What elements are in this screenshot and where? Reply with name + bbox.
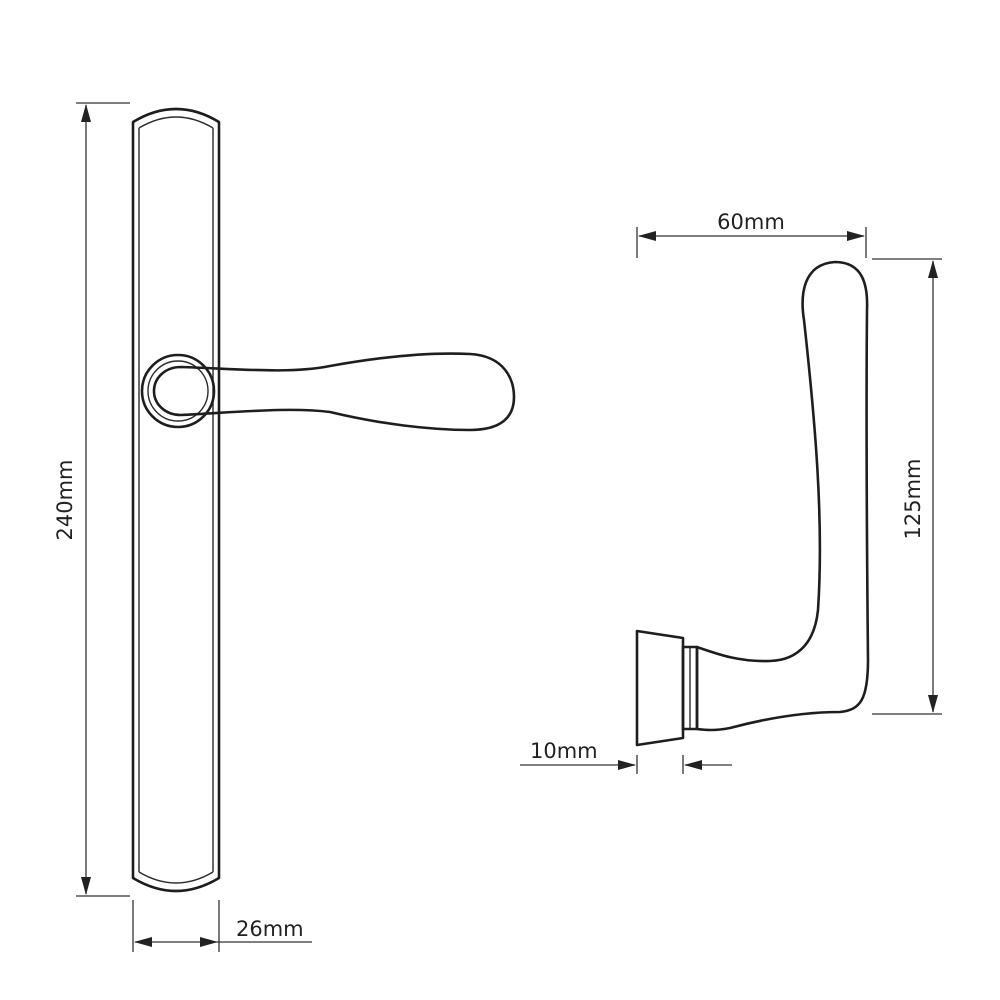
dimension-125: 125mm [872, 258, 942, 715]
backplate-bevel-bottom [138, 871, 214, 884]
arrowhead-26-left [134, 937, 152, 947]
label-26mm: 26mm [236, 917, 304, 941]
arrowhead-10-left [618, 760, 636, 770]
rose-base [635, 629, 685, 747]
dimension-10: 10mm [520, 739, 732, 774]
label-60mm: 60mm [717, 210, 785, 234]
rose-inner-ring [147, 360, 209, 422]
front-view [131, 107, 516, 893]
arrowhead-125-bottom [928, 695, 938, 713]
lever-handle-front [152, 352, 516, 432]
arrowhead-240-bottom [81, 877, 91, 895]
backplate-outline [131, 107, 221, 893]
arrowhead-26-right [200, 937, 218, 947]
label-240mm: 240mm [53, 460, 77, 541]
dimension-240: 240mm [53, 102, 130, 897]
side-view [635, 260, 870, 747]
arrowhead-60-left [638, 231, 656, 241]
dimension-26: 26mm [132, 900, 312, 952]
rose-outer-ring [140, 353, 216, 429]
backplate-bevel-top [138, 116, 214, 129]
lever-handle-side [695, 260, 870, 732]
label-10mm: 10mm [530, 739, 598, 763]
arrowhead-240-top [81, 104, 91, 122]
label-125mm: 125mm [901, 459, 925, 540]
arrowhead-10-right [684, 760, 702, 770]
arrowhead-125-top [928, 260, 938, 278]
arrowhead-60-right [847, 231, 865, 241]
dimension-60: 60mm [636, 210, 867, 258]
